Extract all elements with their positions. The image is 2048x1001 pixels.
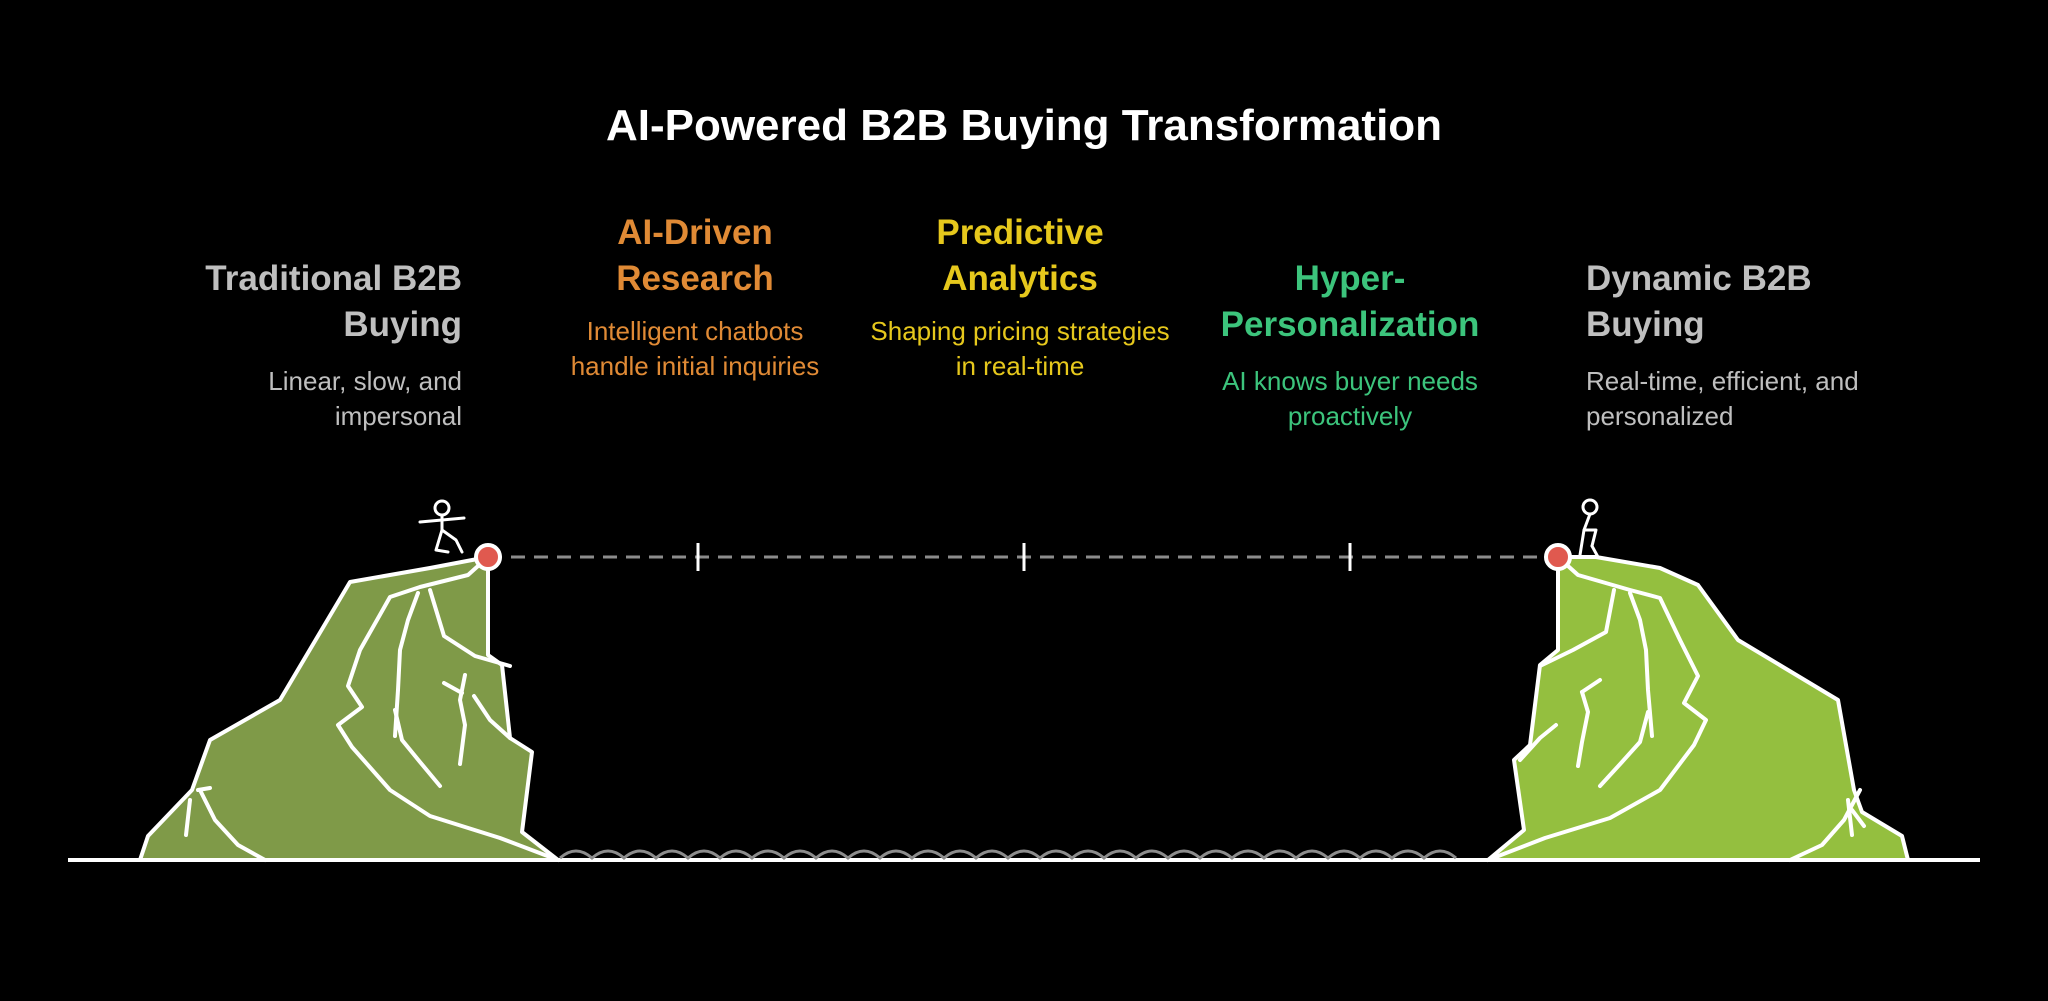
stage-title: Predictive Analytics	[936, 213, 1104, 298]
stage-traditional: Traditional B2B Buying Linear, slow, and…	[150, 256, 462, 434]
stage-description: Real-time, efficient, and personalized	[1586, 366, 1859, 431]
stage-description: Intelligent chatbots handle initial inqu…	[570, 316, 820, 381]
end-marker-icon	[1544, 543, 1572, 571]
stage-title: Traditional B2B Buying	[205, 259, 462, 344]
person-standing-icon	[1578, 498, 1600, 559]
left-cliff	[138, 555, 560, 862]
stage-research: AI-Driven Research Intelligent chatbots …	[545, 210, 845, 384]
stage-title: AI-Driven Research	[616, 213, 774, 298]
stage-predictive: Predictive Analytics Shaping pricing str…	[870, 210, 1170, 384]
stage-description: Linear, slow, and impersonal	[268, 366, 462, 431]
page-title: AI-Powered B2B Buying Transformation	[605, 101, 1443, 150]
stage-hyper: Hyper-Personalization AI knows buyer nee…	[1190, 256, 1510, 434]
stage-description: Shaping pricing strategies in real-time	[870, 316, 1170, 381]
right-cliff	[1486, 555, 1910, 862]
person-balancing-icon	[418, 499, 466, 554]
water-wave	[559, 849, 1457, 860]
start-marker-icon	[474, 543, 502, 571]
stage-title: Dynamic B2B Buying	[1586, 259, 1812, 344]
stage-title: Hyper-Personalization	[1220, 259, 1480, 344]
stage-description: AI knows buyer needs proactively	[1222, 366, 1478, 431]
stage-dynamic: Dynamic B2B Buying Real-time, efficient,…	[1586, 256, 1916, 434]
